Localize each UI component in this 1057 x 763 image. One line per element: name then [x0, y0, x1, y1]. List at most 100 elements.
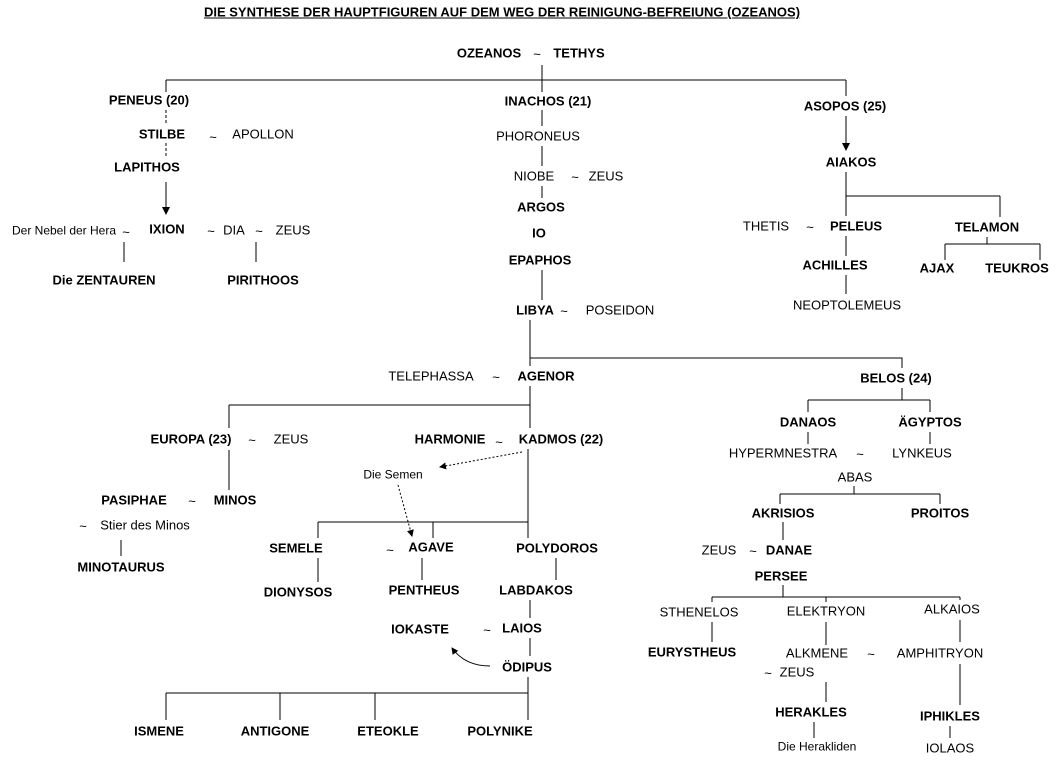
line-telamon-children: [944, 237, 1041, 260]
node-thetis: THETIS: [742, 218, 790, 234]
arrow-semen-agave: [397, 484, 414, 537]
node-danae: DANAE: [765, 542, 813, 558]
tilde-marriage: ~: [867, 646, 875, 662]
node-argos: ARGOS: [517, 199, 565, 215]
node-danaos: DANAOS: [779, 414, 837, 430]
tilde-marriage: ~: [495, 434, 503, 450]
diagram-title: DIE SYNTHESE DER HAUPTFIGUREN AUF DEM WE…: [203, 4, 801, 20]
node-epaphos: EPAPHOS: [508, 252, 572, 268]
node-ixion: IXION: [149, 221, 185, 237]
node-proitos: PROITOS: [910, 505, 970, 521]
node-agenor: AGENOR: [517, 368, 575, 384]
node-polynike: POLYNIKE: [467, 723, 533, 739]
line-agenor-children: [228, 386, 531, 428]
node-pentheus: PENTHEUS: [388, 582, 460, 598]
node-telamon: TELAMON: [954, 219, 1020, 235]
tilde-marriage: ~: [188, 493, 196, 509]
node-nebel-der-hera: Der Nebel der Hera: [11, 223, 117, 238]
node-asopos: ASOPOS (25): [803, 98, 887, 114]
line-ozeanos-children: [165, 65, 847, 96]
node-achilles: ACHILLES: [802, 257, 868, 273]
tilde-marriage: ~: [483, 622, 491, 638]
node-alkaios: ALKAIOS: [924, 601, 980, 617]
node-zeus-ixion: ZEUS: [275, 222, 311, 238]
node-kadmos: KADMOS (22): [518, 431, 604, 447]
tilde-marriage: ~: [122, 224, 130, 240]
node-semele: SEMELE: [269, 540, 323, 556]
arrow-kadmos-semen: [439, 451, 523, 470]
node-libya: LIBYA: [516, 302, 554, 318]
node-pasiphae: PASIPHAE: [101, 492, 167, 508]
node-pirithoos: PIRITHOOS: [227, 272, 299, 288]
line-persee-children: [711, 585, 961, 602]
node-tethys: TETHYS: [553, 45, 605, 61]
node-minotaurus: MINOTAURUS: [77, 559, 165, 575]
node-ozeanos: OZEANOS: [456, 45, 522, 61]
node-elektryon: ELEKTRYON: [786, 603, 866, 619]
node-lapithos: LAPITHOS: [114, 159, 180, 175]
node-peleus: PELEUS: [829, 218, 883, 234]
node-neoptolemeus: NEOPTOLEMEUS: [792, 297, 902, 313]
node-ismene: ISMENE: [134, 723, 184, 739]
node-die-herakliden: Die Herakliden: [777, 739, 857, 754]
node-hypermnestra: HYPERMNESTRA: [728, 445, 838, 461]
node-sthenelos: STHENELOS: [659, 604, 739, 620]
node-labdakos: LABDAKOS: [499, 582, 573, 598]
node-belos: BELOS (24): [860, 370, 932, 386]
tilde-marriage: ~: [749, 543, 757, 559]
node-die-semen: Die Semen: [363, 467, 423, 482]
tilde-marriage: ~: [492, 369, 500, 385]
node-stier-des-minos: Stier des Minos: [100, 517, 190, 533]
tilde-marriage: ~: [560, 303, 568, 319]
node-abas: ABAS: [837, 469, 873, 485]
node-europa: EUROPA (23): [150, 431, 232, 447]
node-iphikles: IPHIKLES: [920, 708, 980, 724]
tilde-marriage: ~: [533, 46, 541, 62]
line-abas-children: [779, 486, 941, 504]
node-zeus-niobe: ZEUS: [588, 168, 624, 184]
node-poseidon: POSEIDON: [585, 302, 655, 318]
line-belos-children: [807, 388, 931, 412]
node-aiakos: AIAKOS: [825, 154, 877, 170]
tilde-marriage: ~: [386, 542, 394, 558]
node-zeus-danae: ZEUS: [701, 542, 737, 558]
tilde-marriage: ~: [764, 665, 772, 681]
tilde-marriage: ~: [79, 518, 87, 534]
node-io: IO: [532, 225, 546, 241]
node-zeus-alkmene: ZEUS: [779, 664, 815, 680]
tilde-marriage: ~: [255, 223, 263, 239]
node-peneus: PENEUS (20): [108, 92, 190, 108]
node-polydoros: POLYDOROS: [516, 540, 598, 556]
node-minos: MINOS: [213, 492, 257, 508]
line-aiakos-children: [845, 172, 1001, 217]
line-kadmos-children: [317, 521, 528, 538]
node-eteokle: ETEOKLE: [357, 723, 419, 739]
node-eurystheus: EURYSTHEUS: [647, 644, 737, 660]
node-apollon: APOLLON: [232, 126, 294, 142]
node-antigone: ANTIGONE: [240, 723, 310, 739]
tilde-marriage: ~: [209, 129, 217, 145]
node-dionysos: DIONYSOS: [263, 584, 333, 600]
tilde-marriage: ~: [207, 223, 215, 239]
node-herakles: HERAKLES: [775, 704, 847, 720]
tilde-marriage: ~: [806, 219, 814, 235]
node-stilbe: STILBE: [138, 126, 186, 142]
node-lynkeus: LYNKEUS: [892, 445, 952, 461]
node-dia: DIA: [223, 222, 245, 238]
node-agave: AGAVE: [408, 539, 454, 555]
node-telephassa: TELEPHASSA: [388, 368, 474, 384]
node-harmonie: HARMONIE: [414, 431, 486, 447]
node-zeus-europa: ZEUS: [273, 431, 309, 447]
node-inachos: INACHOS (21): [504, 93, 592, 109]
node-iokaste: IOKASTE: [391, 621, 449, 637]
node-alkmene: ALKMENE: [785, 645, 849, 661]
node-niobe: NIOBE: [513, 168, 555, 184]
node-phoroneus: PHORONEUS: [496, 128, 580, 144]
line-oedipus-children: [165, 677, 529, 720]
tilde-marriage: ~: [248, 432, 256, 448]
node-oedipus: ÖDIPUS: [502, 659, 552, 675]
node-laios: LAIOS: [502, 620, 542, 636]
line-agenor-belos: [530, 357, 903, 368]
